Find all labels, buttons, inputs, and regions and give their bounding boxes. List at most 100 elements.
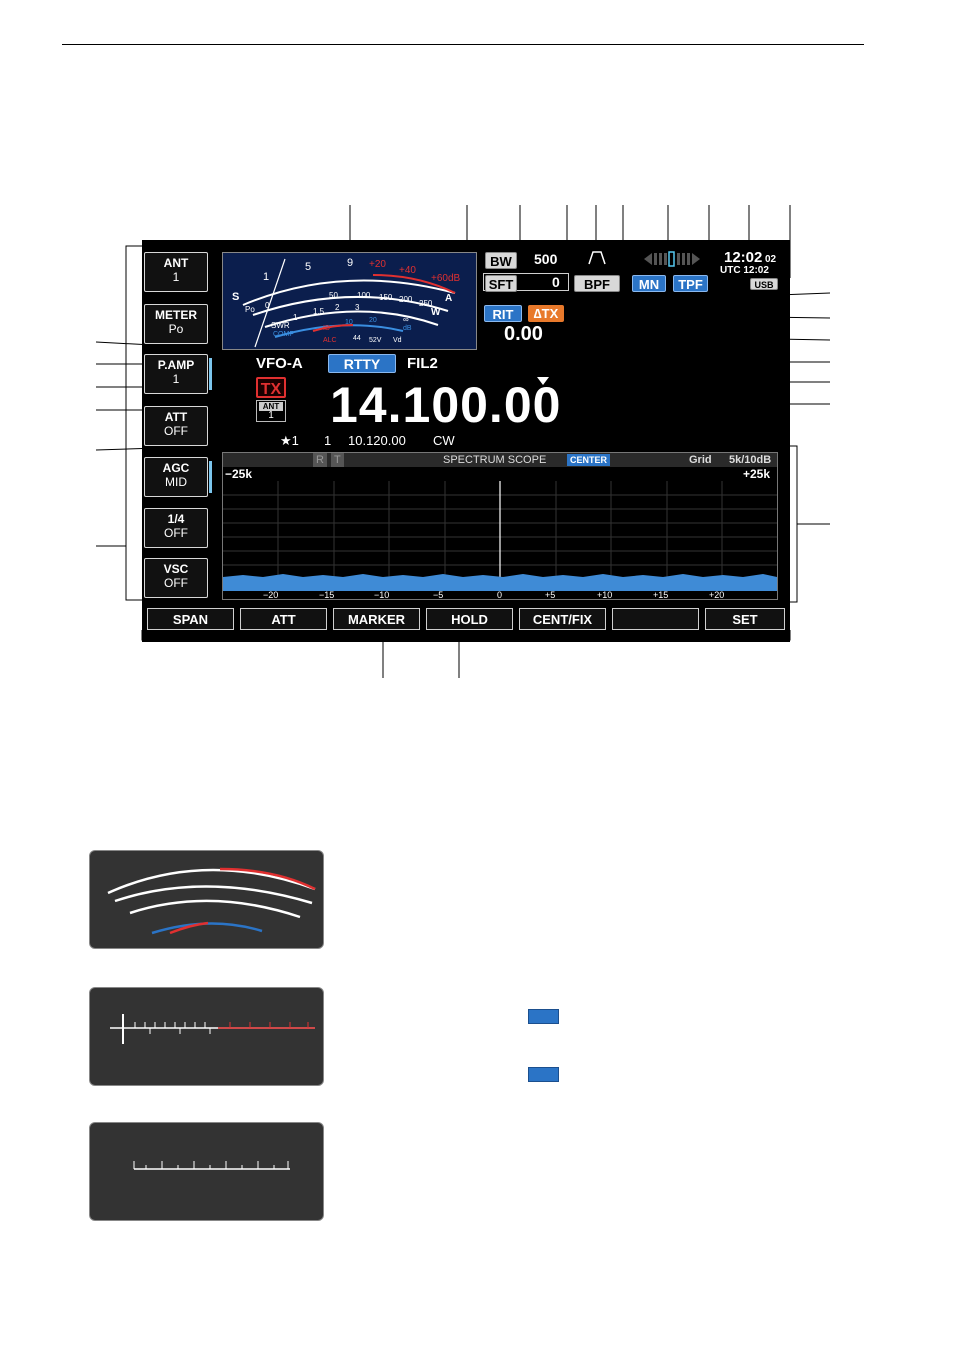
blank-button[interactable]	[612, 608, 699, 630]
clock-time: 12:02	[724, 249, 763, 266]
cent-fix-button[interactable]: CENT/FIX	[519, 608, 606, 630]
active-indicator	[209, 358, 212, 390]
meter-w-label: W	[431, 307, 441, 318]
meter-db-label: dB	[403, 325, 412, 332]
meter-po50-label: 50	[329, 291, 338, 300]
scope-left-edge: −25k	[225, 467, 253, 481]
meter-swrinf-label: ∞	[403, 315, 409, 324]
meter-comp20-label: 20	[369, 317, 377, 324]
blue-key-swatch	[528, 1009, 559, 1024]
edgewise-meter-icon	[89, 987, 324, 1086]
meter-vd-label: Vd	[393, 337, 402, 344]
scope-tick: +15	[653, 590, 669, 600]
meter-swr15-label: 1.5	[313, 307, 325, 316]
memory-frequency: 10.120.00	[348, 433, 406, 448]
preamp-button-value: 1	[172, 372, 180, 386]
meter-a-label: A	[445, 293, 453, 304]
mode-tag: RTTY	[328, 354, 396, 373]
header-rule	[62, 44, 864, 45]
preamp-button[interactable]: P.AMP 1	[144, 354, 212, 394]
tuning-step-marker-icon	[537, 377, 549, 385]
sft-box	[483, 273, 569, 291]
scope-header: R T SPECTRUM SCOPE CENTER Grid 5k/10dB	[223, 453, 777, 467]
meter-plus40-label: +40	[399, 265, 416, 276]
meter-po0-label: 0	[265, 301, 270, 310]
delta-tx-tag: ∆TX	[528, 305, 564, 322]
rit-tag: RIT	[484, 305, 522, 322]
meter-comp-label: COMP	[273, 331, 294, 338]
set-button[interactable]: SET	[705, 608, 785, 630]
scope-center-badge: CENTER	[567, 454, 611, 466]
ant-button-label: ANT	[163, 256, 189, 270]
span-button[interactable]: SPAN	[147, 608, 234, 630]
scope-tick: +5	[545, 590, 556, 600]
meter-alc-label: ALC	[323, 337, 337, 344]
agc-button-label: AGC	[162, 461, 190, 475]
meter-po100-label: 100	[357, 291, 371, 300]
meter-id-label: ID	[323, 325, 330, 332]
multi-meter: S 1 5 9 +20 +40 +60dB Po 0 50 100 150 20…	[222, 252, 477, 350]
analog-meter-icon	[89, 850, 324, 949]
filter-shape-icon	[588, 251, 606, 265]
memory-mode: CW	[433, 433, 455, 448]
vsc-button-label: VSC	[163, 562, 189, 576]
usb-badge: USB	[750, 278, 778, 290]
bw-label: BW	[485, 252, 517, 269]
att-button[interactable]: ATT	[240, 608, 327, 630]
meter-s1-label: 1	[263, 271, 270, 283]
meter-button[interactable]: METER Po	[144, 304, 208, 344]
vsc-button-value: OFF	[164, 576, 188, 590]
preamp-button-label: P.AMP	[157, 358, 195, 372]
agc-button[interactable]: AGC MID	[144, 457, 212, 497]
bpf-tag: BPF	[574, 275, 620, 292]
clock-seconds: 02	[765, 254, 777, 265]
meter-po-label: Po	[245, 305, 255, 314]
meter-po250-label: 250	[419, 299, 433, 308]
meter-plus60-label: +60dB	[431, 273, 461, 284]
bw-value: 500	[534, 251, 558, 267]
ant-indicator-label: ANT	[259, 402, 283, 411]
meter-po200-label: 200	[399, 295, 413, 304]
meter-button-value: Po	[168, 322, 184, 336]
scope-grid-label: Grid	[689, 454, 712, 466]
quarter-button[interactable]: 1/4 OFF	[144, 508, 208, 548]
scope-tick: −15	[319, 590, 335, 600]
scope-right-edge: +25k	[743, 467, 771, 481]
att-side-button-label: ATT	[164, 410, 188, 424]
tpf-tag: TPF	[673, 275, 708, 292]
meter-vd52-label: 52V	[369, 337, 382, 344]
scope-tick: −10	[374, 590, 390, 600]
quarter-button-label: 1/4	[167, 512, 185, 526]
meter-swr2-label: 2	[335, 303, 340, 312]
ant-button-value: 1	[172, 270, 180, 284]
meter-swr3-label: 3	[355, 303, 360, 312]
scope-tick: +20	[709, 590, 725, 600]
meter-s-label: S	[232, 291, 240, 303]
scope-tick: 0	[497, 590, 503, 600]
vsc-button[interactable]: VSC OFF	[144, 558, 208, 598]
sft-label: SFT	[485, 275, 517, 292]
spectrum-scope[interactable]: R T SPECTRUM SCOPE CENTER Grid 5k/10dB −…	[222, 452, 778, 600]
att-side-button[interactable]: ATT OFF	[144, 406, 208, 446]
meter-po150-label: 150	[379, 293, 393, 302]
scope-tick: −5	[433, 590, 444, 600]
hold-button[interactable]: HOLD	[426, 608, 513, 630]
main-frequency: 14.100.00	[330, 377, 562, 433]
meter-plus20-label: +20	[369, 259, 386, 270]
meter-comp10-label: 10	[345, 319, 353, 326]
ant-button[interactable]: ANT 1	[144, 252, 208, 292]
scope-grid	[223, 481, 777, 591]
memory-channel: 1	[324, 433, 332, 448]
ant-indicator: ANT 1	[256, 400, 286, 422]
scope-tick: +10	[597, 590, 613, 600]
mn-tag: MN	[632, 275, 666, 292]
meter-swr1-label: 1	[293, 313, 298, 322]
scope-t-badge: T	[331, 453, 344, 467]
marker-button[interactable]: MARKER	[333, 608, 420, 630]
twin-pbt-indicator	[644, 250, 716, 268]
meter-vd44-label: 44	[353, 335, 361, 342]
agc-button-value: MID	[165, 475, 187, 489]
meter-s5-label: 5	[305, 261, 312, 273]
scope-r-badge: R	[313, 453, 327, 467]
scope-axis: −20 −15 −10 −5 0 +5 +10 +15 +20	[223, 590, 777, 601]
